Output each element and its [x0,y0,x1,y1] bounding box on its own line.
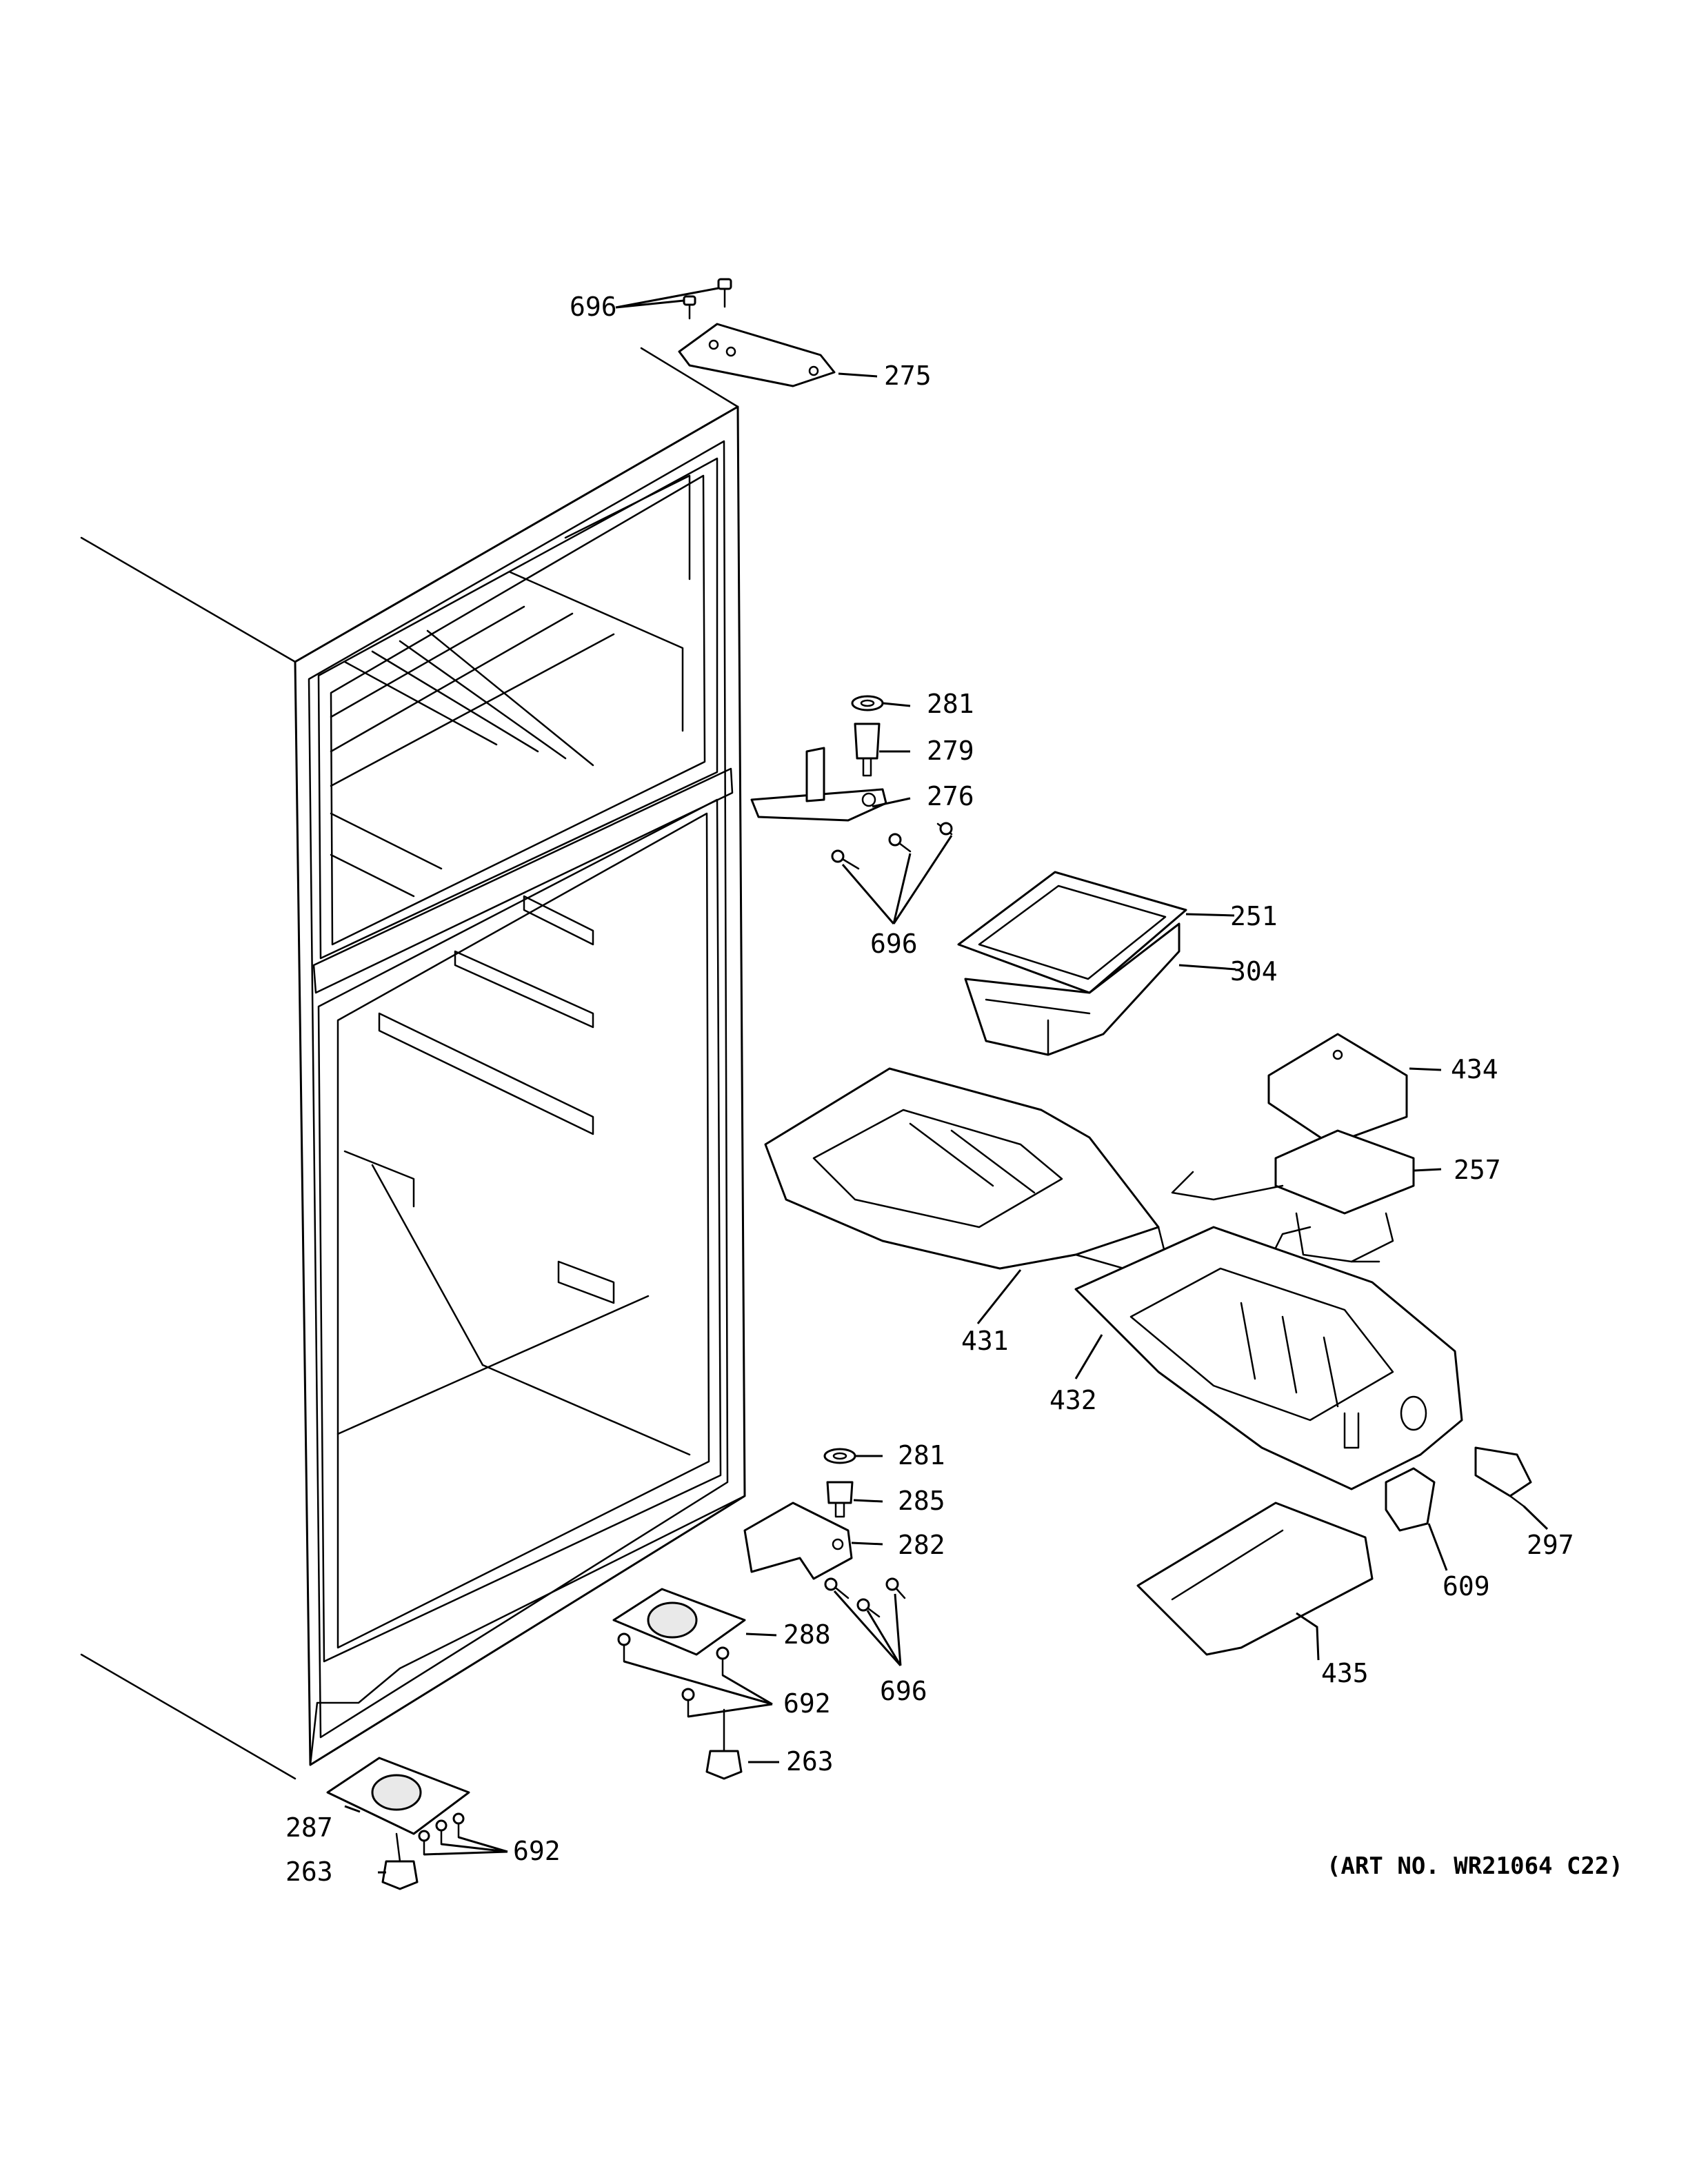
leveler-part-263-lower [381,1832,419,1890]
switch-part-609 [1385,1467,1436,1532]
callout-257: 257 [1454,1155,1501,1185]
callout-251: 251 [1230,901,1278,931]
callout-263-upper: 263 [786,1746,834,1777]
callout-435: 435 [1321,1658,1369,1688]
callout-432: 432 [1049,1385,1097,1415]
lower-hinge-screws [824,1577,906,1618]
pin-part-285 [826,1481,854,1518]
ice-bucket-cover-part-435 [1136,1502,1374,1656]
callout-282: 282 [898,1530,945,1560]
callout-287: 287 [285,1812,333,1843]
callout-692-upper: 692 [783,1688,831,1719]
callout-288: 288 [783,1619,831,1650]
ice-tray-part-431 [764,1067,1174,1284]
roller-part-288 [612,1588,746,1656]
washer-part-281-upper [851,695,884,711]
callout-labels: 696 275 281 279 276 696 251 304 434 257 … [285,292,1623,1887]
callout-279: 279 [927,736,974,766]
callout-276: 276 [927,781,974,811]
roller-screws-692-lower [418,1812,465,1856]
housing-part-304 [964,922,1180,1056]
callout-304: 304 [1230,956,1278,987]
center-hinge-part-276 [750,747,887,822]
callout-297: 297 [1527,1530,1574,1560]
gasket-part-251 [957,871,1187,994]
leveler-part-263-upper [705,1708,743,1780]
callout-275: 275 [884,361,932,391]
roller-part-287 [326,1757,470,1835]
cover-part-434 [1267,1033,1408,1146]
top-hinge-part-275 [678,323,836,387]
fan-motor-part-297 [1474,1446,1532,1508]
lower-hinge-part-282 [743,1502,853,1580]
art-number: (ART NO. WR21064 C22) [1327,1852,1623,1880]
callout-434: 434 [1451,1054,1498,1084]
callout-692-lower: 692 [513,1836,561,1866]
callout-696-center-hinge: 696 [870,929,918,959]
callout-696-lower-hinge: 696 [880,1676,927,1706]
callout-285: 285 [898,1486,945,1516]
callout-609: 609 [1443,1571,1490,1601]
refrigerator-cabinet [80,347,746,1780]
top-hinge-screws [683,278,732,320]
control-board-part-257 [1171,1129,1415,1263]
leader-lines [344,287,1549,1874]
washer-part-281-lower [823,1448,856,1464]
ice-maker-base-part-432 [1074,1226,1463,1490]
callout-281-upper: 281 [927,689,974,719]
center-hinge-screws [831,822,953,870]
callout-281-lower: 281 [898,1440,945,1470]
roller-screws-692-upper [617,1632,730,1718]
callout-431: 431 [961,1326,1009,1356]
callout-263-lower: 263 [285,1857,333,1887]
hinge-pin-part-279 [854,722,881,777]
callout-696-top-hinge: 696 [570,292,617,322]
